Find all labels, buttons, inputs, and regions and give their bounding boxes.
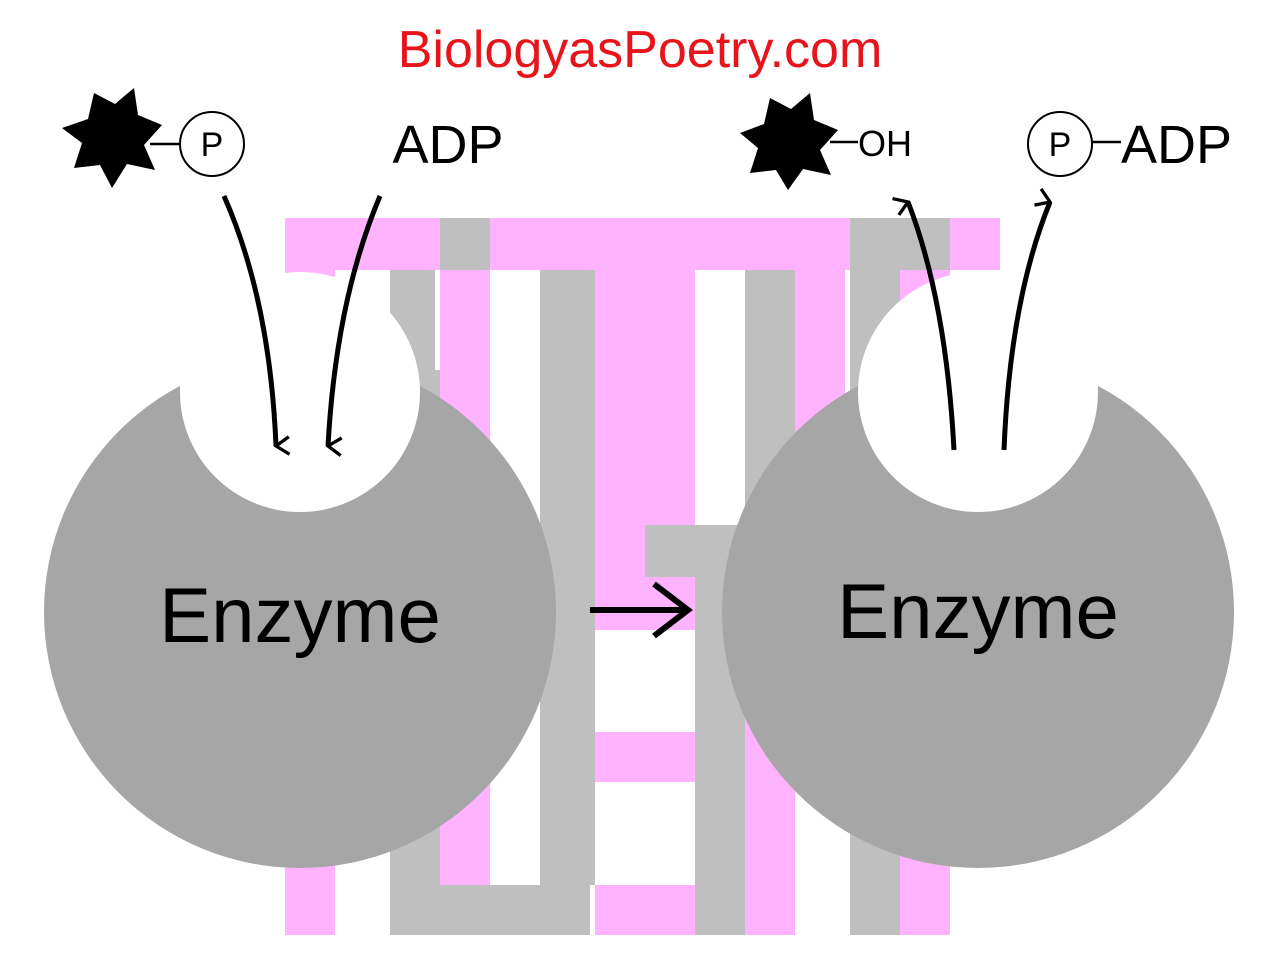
right-enzyme-body bbox=[722, 356, 1234, 868]
watermark: BiologyasPoetry.com bbox=[398, 21, 883, 79]
right-active-site bbox=[858, 272, 1098, 512]
atp-molecule: P ADP bbox=[1027, 111, 1232, 177]
adp-arrow bbox=[328, 195, 383, 446]
left-enzyme: Enzyme bbox=[44, 272, 556, 868]
star-molecule-icon bbox=[62, 88, 162, 188]
atp-arrow bbox=[1001, 202, 1050, 451]
adp-label: ADP bbox=[392, 115, 503, 175]
reaction-arrow bbox=[590, 581, 693, 639]
left-enzyme-body bbox=[44, 356, 556, 868]
atp-adp-label: ADP bbox=[1121, 115, 1232, 175]
right-enzyme-label: Enzyme bbox=[837, 567, 1119, 655]
phosphate-circle bbox=[179, 111, 245, 177]
substrate-molecule: P bbox=[62, 88, 245, 188]
left-enzyme-label: Enzyme bbox=[159, 571, 441, 659]
atp-phosphate-circle bbox=[1027, 111, 1093, 177]
substrate-arrow bbox=[221, 194, 276, 446]
oh-label: OH bbox=[858, 123, 912, 164]
product-arrow bbox=[908, 202, 957, 451]
left-active-site bbox=[180, 272, 420, 512]
right-enzyme: Enzyme bbox=[722, 272, 1234, 868]
atp-phosphate-label: P bbox=[1049, 126, 1072, 164]
star-molecule-icon bbox=[740, 93, 838, 190]
phosphate-label: P bbox=[201, 126, 224, 164]
product-molecule: OH bbox=[740, 93, 912, 190]
